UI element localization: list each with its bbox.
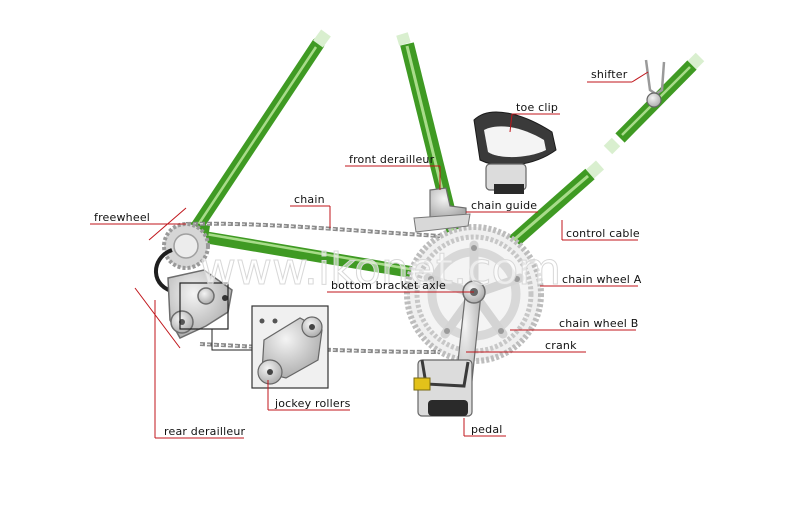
label-crank: crank [545, 339, 577, 352]
leader-lines [90, 71, 649, 439]
label-jockey-rollers: jockey rollers [275, 397, 351, 410]
label-chain-wheel-b: chain wheel B [559, 317, 639, 330]
upper-pedal [473, 111, 557, 194]
label-freewheel: freewheel [94, 211, 151, 224]
label-pedal: pedal [471, 423, 503, 436]
front-derailleur-assembly [413, 187, 471, 233]
seat-stay [189, 29, 331, 235]
label-bottom-bracket-axle: bottom bracket axle [331, 279, 447, 292]
label-toe-clip: toe clip [516, 101, 559, 114]
label-control-cable: control cable [566, 227, 640, 240]
label-chain: chain [294, 193, 325, 206]
label-rear-derailleur: rear derailleur [164, 425, 246, 438]
label-front-derailleur: front derailleur [349, 153, 435, 166]
label-chain-wheel-a: chain wheel A [562, 273, 642, 286]
label-chain-guide: chain guide [471, 199, 538, 212]
shifter-lever [644, 59, 666, 108]
label-shifter: shifter [591, 68, 628, 81]
jockey-rollers-inset [251, 305, 329, 389]
freewheel-cog [162, 222, 210, 270]
detail-frame-source [179, 282, 229, 330]
watermark-text: www.ikonet.com [200, 244, 561, 295]
crank-and-pedal [413, 280, 486, 417]
rear-derailleur-assembly [154, 248, 252, 351]
